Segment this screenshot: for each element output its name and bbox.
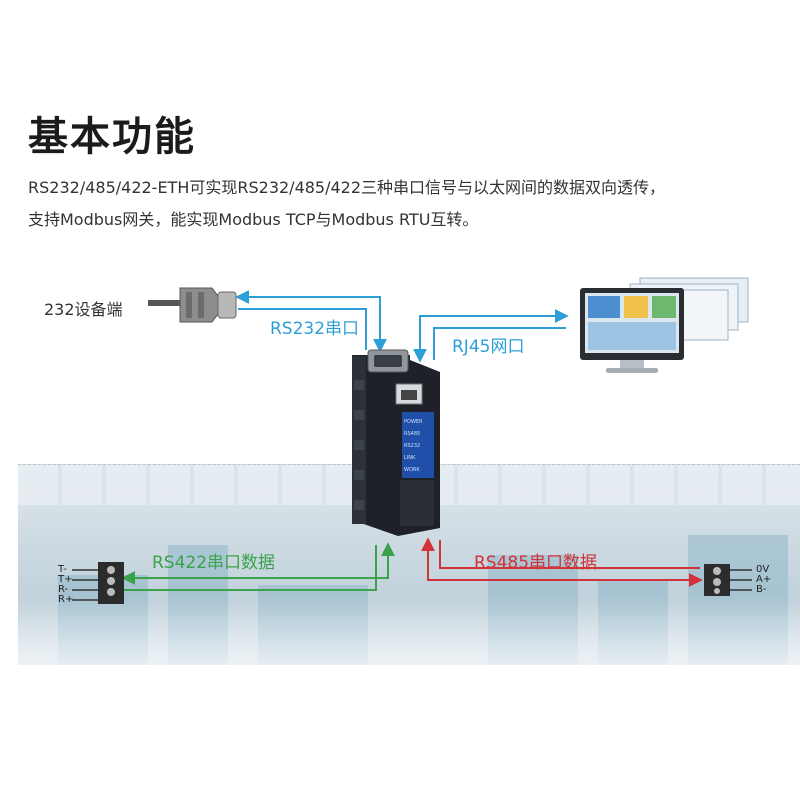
led-label: WORK <box>404 467 420 473</box>
device-led-labels: POWER RS485 RS232 LINK WORK <box>404 416 434 476</box>
pin-label-t-plus: T+ <box>58 574 73 585</box>
rs422-label: RS422串口数据 <box>152 553 276 573</box>
converter-device <box>352 349 440 536</box>
led-label: LINK <box>404 455 416 461</box>
device232-label: 232设备端 <box>44 300 123 319</box>
pin-label-t-minus: T- <box>58 564 67 575</box>
monitor-icon <box>580 277 749 373</box>
pin-label-r-minus: R- <box>58 584 69 595</box>
rs485-arrow <box>421 537 703 587</box>
description-line-2: 支持Modbus网关，能实现Modbus TCP与Modbus RTU互转。 <box>28 210 479 229</box>
page-title: 基本功能 <box>28 114 196 160</box>
pin-label-b-minus: B- <box>756 584 767 595</box>
rs485-label: RS485串口数据 <box>474 553 598 573</box>
rs422-arrow <box>121 542 395 591</box>
db9-connector-icon <box>148 287 237 323</box>
rs232-label: RS232串口 <box>270 319 360 339</box>
led-label: RS485 <box>404 431 421 437</box>
led-label: RS232 <box>404 443 421 449</box>
pin-label-r-plus: R+ <box>58 594 74 605</box>
led-label: POWER <box>404 419 423 425</box>
rj45-label: RJ45网口 <box>452 337 525 357</box>
pin-label-a-plus: A+ <box>756 574 772 585</box>
rs232-arrow <box>235 290 387 353</box>
description-line-1: RS232/485/422-ETH可实现RS232/485/422三种串口信号与… <box>28 178 666 197</box>
terminal-block-422-icon <box>72 562 124 604</box>
pin-label-0v: 0V <box>756 564 770 575</box>
rj45-arrow <box>413 309 569 363</box>
terminal-block-485-icon <box>704 564 752 596</box>
